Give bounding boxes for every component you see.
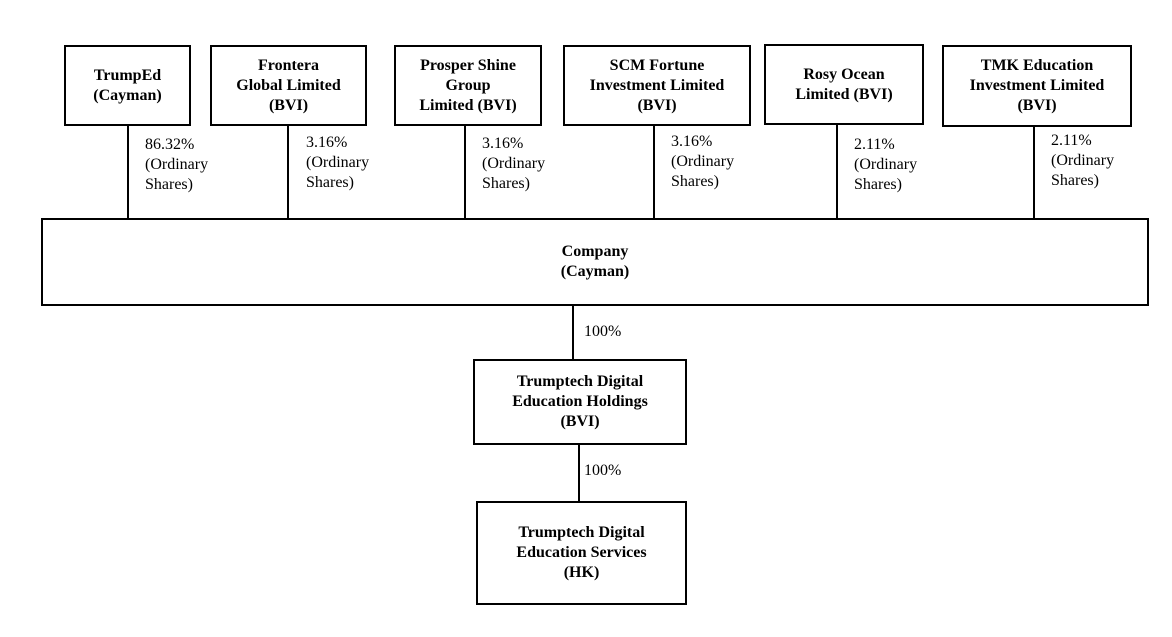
shareholder-name-line: Group (445, 76, 491, 94)
connector-line (572, 305, 574, 360)
company-name-line: Company (561, 243, 629, 260)
stake-label: 2.11% (Ordinary Shares) (1051, 131, 1114, 191)
stake-label: 100% (584, 462, 622, 479)
stake-label: 3.16% (Ordinary Shares) (671, 132, 734, 192)
shareholder-name-line: Investment Limited (969, 77, 1105, 94)
connector-line (127, 125, 129, 218)
shareholder-name-line: Global Limited (236, 76, 341, 94)
stake-label: 86.32% (Ordinary Shares) (145, 135, 208, 195)
connector-line (1033, 126, 1035, 218)
shareholder-name-line: TMK Education (980, 57, 1094, 74)
subsidiary-name-line: Education Services (516, 544, 647, 561)
stake-line: Shares) (482, 175, 530, 192)
subsidiary-name-line: Trumptech Digital (518, 524, 645, 541)
shareholder-name-line: (Cayman) (93, 86, 162, 104)
subsidiary-name-line: (BVI) (560, 413, 600, 430)
stake-line: 86.32% (145, 136, 195, 153)
shareholder-name-line: TrumpEd (93, 66, 162, 84)
stake-line: (Ordinary (145, 156, 209, 173)
connector-line (653, 125, 655, 218)
stake-line: Shares) (671, 173, 719, 190)
company-box: Company (Cayman) (41, 218, 1149, 306)
shareholder-box-frontera: Frontera Global Limited (BVI) (210, 45, 367, 126)
stake-label: 3.16% (Ordinary Shares) (306, 133, 369, 193)
shareholder-name-line: (BVI) (268, 96, 309, 114)
stake-line: Shares) (145, 176, 193, 193)
stake-line: (Ordinary (854, 156, 918, 173)
stake-label: 100% (584, 323, 622, 340)
stake-line: Shares) (854, 176, 902, 193)
stake-label: 2.11% (Ordinary Shares) (854, 135, 917, 195)
shareholder-name-line: Investment Limited (589, 76, 725, 94)
subsidiary-box-hk: Trumptech Digital Education Services (HK… (476, 501, 687, 605)
stake-line: 3.16% (482, 135, 524, 152)
connector-line (464, 125, 466, 218)
shareholder-name-line: (BVI) (637, 96, 677, 114)
shareholder-name-line: Rosy Ocean (803, 65, 885, 83)
stake-line: (Ordinary (306, 154, 370, 171)
shareholder-name-line: Limited (BVI) (419, 96, 517, 114)
stake-line: (Ordinary (1051, 152, 1115, 169)
connector-line (287, 125, 289, 218)
connector-line (836, 124, 838, 218)
connector-line (578, 444, 580, 502)
stake-line: (Ordinary (671, 153, 735, 170)
shareholder-box-scm-fortune: SCM Fortune Investment Limited (BVI) (563, 45, 751, 126)
shareholder-name-line: Limited (BVI) (795, 85, 893, 103)
stake-line: 2.11% (854, 136, 895, 153)
company-name-line: (Cayman) (560, 263, 630, 280)
stake-line: 3.16% (671, 133, 713, 150)
subsidiary-box-bvi: Trumptech Digital Education Holdings (BV… (473, 359, 687, 445)
stake-line: Shares) (306, 174, 354, 191)
shareholder-name-line: Prosper Shine (420, 56, 516, 74)
stake-line: 2.11% (1051, 132, 1092, 149)
shareholder-name-line: Frontera (257, 56, 319, 74)
shareholder-name-line: SCM Fortune (609, 56, 705, 74)
subsidiary-name-line: Education Holdings (512, 393, 648, 410)
subsidiary-name-line: (HK) (563, 564, 600, 581)
stake-line: (Ordinary (482, 155, 546, 172)
stake-line: 3.16% (306, 134, 348, 151)
stake-label: 3.16% (Ordinary Shares) (482, 134, 545, 194)
shareholder-box-trumped: TrumpEd (Cayman) (64, 45, 191, 126)
shareholder-box-prosper-shine: Prosper Shine Group Limited (BVI) (394, 45, 542, 126)
shareholder-box-tmk-education: TMK Education Investment Limited (BVI) (942, 45, 1132, 127)
shareholder-box-rosy-ocean: Rosy Ocean Limited (BVI) (764, 44, 924, 125)
shareholder-name-line: (BVI) (1017, 97, 1057, 114)
subsidiary-name-line: Trumptech Digital (516, 373, 644, 390)
stake-line: Shares) (1051, 172, 1099, 189)
